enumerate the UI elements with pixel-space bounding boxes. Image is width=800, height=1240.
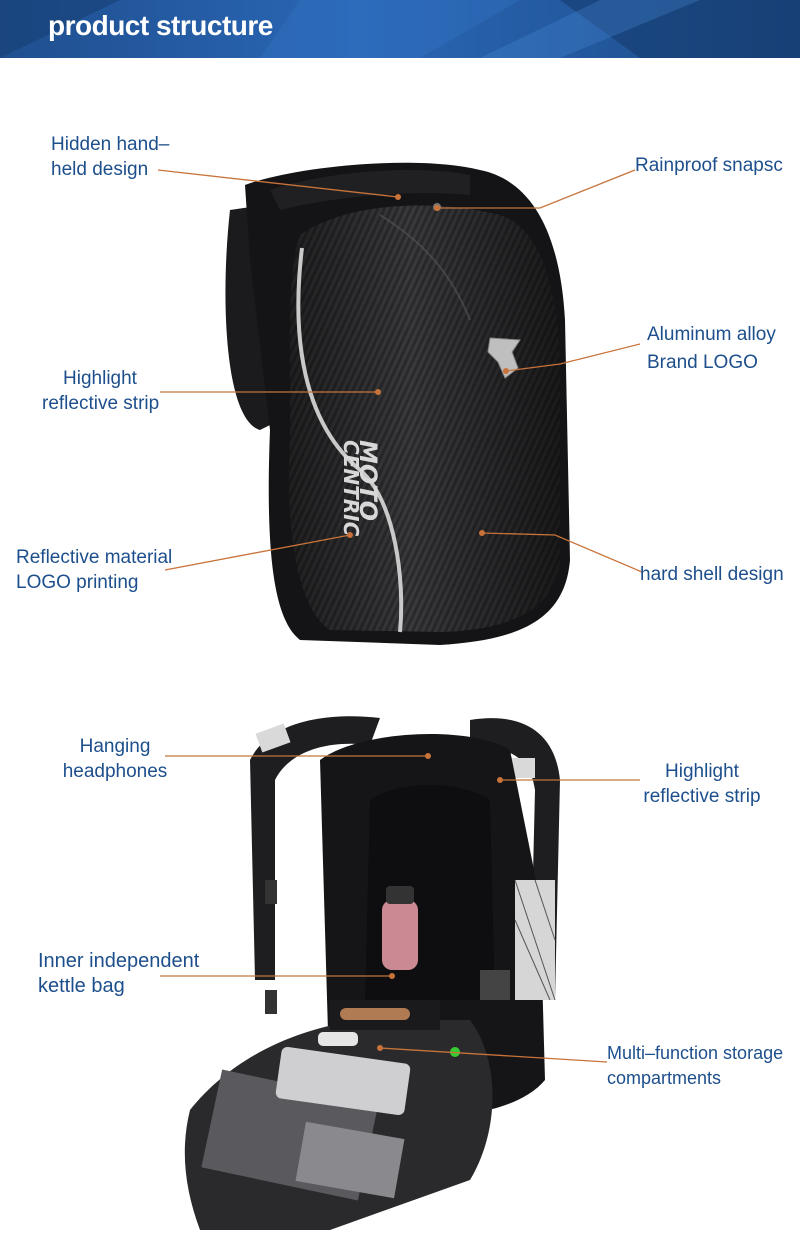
callout-line: hard shell design: [640, 564, 784, 585]
callout-rainproof: Rainproof snapsc: [635, 153, 783, 178]
leader-reflective-logo: [164, 534, 351, 571]
top-handle: [270, 170, 470, 210]
callout-line: LOGO printing: [16, 572, 139, 593]
callout-line: reflective strip: [643, 786, 761, 807]
leader-lines: [157, 169, 643, 1063]
callout-line: Highlight: [63, 368, 137, 389]
brand-print-line1: MOTO: [354, 440, 382, 521]
callout-line: compartments: [607, 1068, 722, 1088]
callout-reflective-logo: Reflective material LOGO printing: [16, 545, 172, 595]
kettle-bottle: [382, 900, 418, 970]
callout-line: reflective strip: [42, 393, 160, 414]
callout-line: kettle bag: [38, 975, 125, 997]
tablet: [275, 1046, 411, 1116]
callout-line: Inner independent: [38, 950, 200, 972]
callout-headphones: Hanging headphones: [62, 734, 168, 784]
callout-line: Hidden hand–: [51, 134, 170, 155]
alloy-logo: [487, 337, 521, 379]
hardshell-backpack-front: MOTO CENTRIC: [225, 162, 570, 645]
callout-alloy-logo: Aluminum alloy Brand LOGO: [647, 322, 776, 375]
reflective-strip: [296, 247, 404, 633]
callout-line: Brand LOGO: [647, 352, 758, 373]
callout-reflective-strip-1: Highlight reflective strip: [42, 366, 160, 416]
page-title: product structure: [48, 10, 273, 41]
brand-print-line2: CENTRIC: [339, 440, 363, 537]
callout-line: held design: [51, 159, 149, 180]
callout-line: Rainproof snapsc: [635, 155, 783, 176]
hardshell-backpack-open: [184, 716, 560, 1230]
callout-hard-shell: hard shell design: [640, 562, 784, 587]
callout-kettle-bag: Inner independent kettle bag: [38, 949, 199, 999]
callout-line: Highlight: [665, 761, 739, 782]
callout-storage: Multi–function storage compartments: [607, 1041, 783, 1091]
header-banner: product structure: [0, 0, 800, 58]
callout-line: Reflective material: [16, 547, 173, 568]
header-decoration: [0, 0, 800, 58]
callout-hidden-handheld: Hidden hand– held design: [51, 132, 169, 182]
callout-reflective-strip-2: Highlight reflective strip: [643, 759, 761, 809]
leader-rainproof: [437, 169, 636, 209]
callout-line: Hanging: [79, 736, 151, 757]
callout-line: Multi–function storage: [607, 1043, 784, 1063]
leader-alloy-logo: [505, 343, 641, 372]
inner-compartment: [365, 785, 495, 1000]
leader-storage: [379, 1047, 608, 1063]
callout-line: Aluminum alloy: [647, 324, 776, 345]
strap-buckle: [480, 970, 510, 1000]
leader-hard-shell: [481, 532, 643, 573]
leader-hidden-handheld: [157, 169, 399, 198]
callout-line: headphones: [62, 761, 168, 782]
leader-endpoints: [347, 194, 509, 1051]
